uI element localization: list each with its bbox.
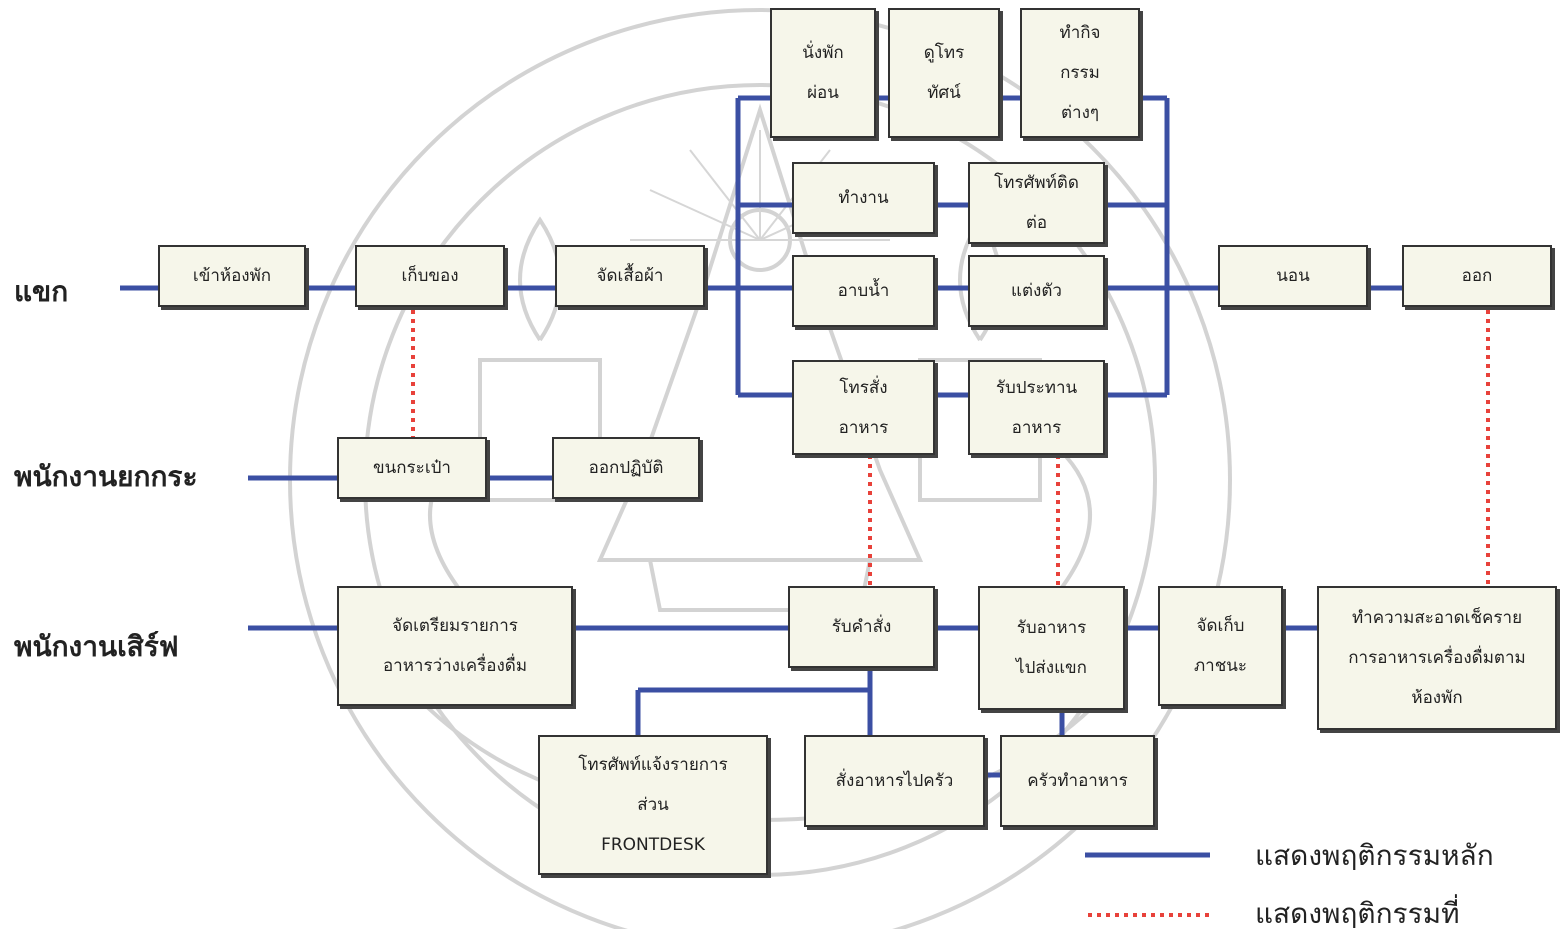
box-prepare-menu: จัดเตรียมรายการ อาหารว่างเครื่องดื่ม xyxy=(337,586,573,706)
box-phone-frontdesk: โทรศัพท์แจ้งรายการ ส่วน FRONTDESK xyxy=(538,735,768,875)
box-deliver-food: รับอาหาร ไปส่งแขก xyxy=(978,586,1125,710)
box-prepare-menu-label-2: อาหารว่างเครื่องดื่ม xyxy=(382,656,528,676)
box-off-duty: ออกปฏิบัติ xyxy=(552,437,700,499)
box-order-food-label-2: อาหาร xyxy=(838,417,889,438)
box-bath-label: อาบน้ำ xyxy=(837,281,890,301)
box-phone-frontdesk-label-3: FRONTDESK xyxy=(601,835,705,855)
box-activities-label-1: ทำกิจ xyxy=(1059,23,1101,43)
box-order-food: โทรสั่ง อาหาร xyxy=(792,360,935,455)
box-collect-dishes: จัดเก็บ ภาชนะ xyxy=(1158,586,1283,706)
legend-main-label: แสดงพฤติกรรมหลัก xyxy=(1255,839,1494,872)
box-check-minibar-label-3: ห้องพัก xyxy=(1411,688,1463,708)
box-enter-room-label: เข้าห้องพัก xyxy=(192,266,272,286)
box-check-minibar: ทำความสะอาดเช็คราย การอาหารเครื่องดื่มตา… xyxy=(1317,586,1557,730)
box-work-label: ทำงาน xyxy=(838,188,889,208)
box-enter-room: เข้าห้องพัก xyxy=(158,245,306,307)
box-order-kitchen-label: สั่งอาหารไปครัว xyxy=(835,771,954,791)
box-arrange-clothes-label: จัดเสื้อผ้า xyxy=(596,266,664,286)
box-carry-luggage: ขนกระเป๋า xyxy=(337,437,487,499)
box-eat: รับประทาน อาหาร xyxy=(968,360,1105,455)
box-sleep-label: นอน xyxy=(1276,266,1310,286)
box-check-minibar-label-1: ทำความสะอาดเช็คราย xyxy=(1351,608,1523,628)
box-check-minibar-label-2: การอาหารเครื่องดื่มตาม xyxy=(1348,648,1526,668)
box-order-food-label-1: โทรสั่ง xyxy=(839,377,888,398)
box-collect-dishes-label-1: จัดเก็บ xyxy=(1196,616,1245,636)
box-bath: อาบน้ำ xyxy=(792,255,935,327)
box-watch-tv: ดูโทร ทัศน์ xyxy=(888,8,1000,138)
box-store-items-label: เก็บของ xyxy=(401,266,459,286)
box-dress-label: แต่งตัว xyxy=(1011,281,1062,301)
box-phone-contact-label-1: โทรศัพท์ติด xyxy=(994,173,1079,193)
box-order-kitchen: สั่งอาหารไปครัว xyxy=(804,735,985,827)
box-phone-contact-label-2: ต่อ xyxy=(1025,213,1048,233)
box-relax-label-1: นั่งพัก xyxy=(802,43,844,63)
box-store-items: เก็บของ xyxy=(355,245,505,307)
box-relax-label-2: ผ่อน xyxy=(807,83,839,103)
box-phone-frontdesk-label-2: ส่วน xyxy=(637,795,669,815)
box-relax: นั่งพัก ผ่อน xyxy=(770,8,876,138)
box-eat-label-2: อาหาร xyxy=(1011,417,1062,438)
box-off-duty-label: ออกปฏิบัติ xyxy=(588,458,664,478)
box-take-order: รับคำสั่ง xyxy=(788,586,935,668)
box-leave-label: ออก xyxy=(1461,266,1493,286)
box-watch-tv-label-1: ดูโทร xyxy=(923,43,965,63)
lane-label-guest: แขก xyxy=(14,275,69,308)
box-sleep: นอน xyxy=(1218,245,1368,307)
box-eat-label-1: รับประทาน xyxy=(995,377,1078,398)
box-prepare-menu-label-1: จัดเตรียมรายการ xyxy=(392,616,518,636)
lane-label-bellboy: พนักงานยกกระ xyxy=(14,460,198,493)
box-activities: ทำกิจ กรรม ต่างๆ xyxy=(1020,8,1140,138)
box-kitchen-cook-label: ครัวทำอาหาร xyxy=(1027,771,1128,791)
box-dress: แต่งตัว xyxy=(968,255,1105,327)
box-leave: ออก xyxy=(1402,245,1552,307)
box-phone-frontdesk-label-1: โทรศัพท์แจ้งรายการ xyxy=(578,755,728,775)
box-activities-label-3: ต่างๆ xyxy=(1060,103,1100,123)
box-phone-contact: โทรศัพท์ติด ต่อ xyxy=(968,162,1105,244)
box-activities-label-2: กรรม xyxy=(1060,63,1100,83)
box-deliver-food-label-1: รับอาหาร xyxy=(1016,618,1087,638)
box-collect-dishes-label-2: ภาชนะ xyxy=(1193,656,1248,676)
box-carry-luggage-label: ขนกระเป๋า xyxy=(373,458,451,478)
lane-label-server: พนักงานเสิร์ฟ xyxy=(14,630,179,663)
box-deliver-food-label-2: ไปส่งแขก xyxy=(1016,658,1087,678)
box-kitchen-cook: ครัวทำอาหาร xyxy=(1000,735,1155,827)
box-take-order-label: รับคำสั่ง xyxy=(831,617,892,637)
box-watch-tv-label-2: ทัศน์ xyxy=(927,83,961,103)
legend-secondary-label: แสดงพฤติกรรมที่ xyxy=(1255,897,1460,930)
box-arrange-clothes: จัดเสื้อผ้า xyxy=(555,245,705,307)
box-work: ทำงาน xyxy=(792,162,935,234)
